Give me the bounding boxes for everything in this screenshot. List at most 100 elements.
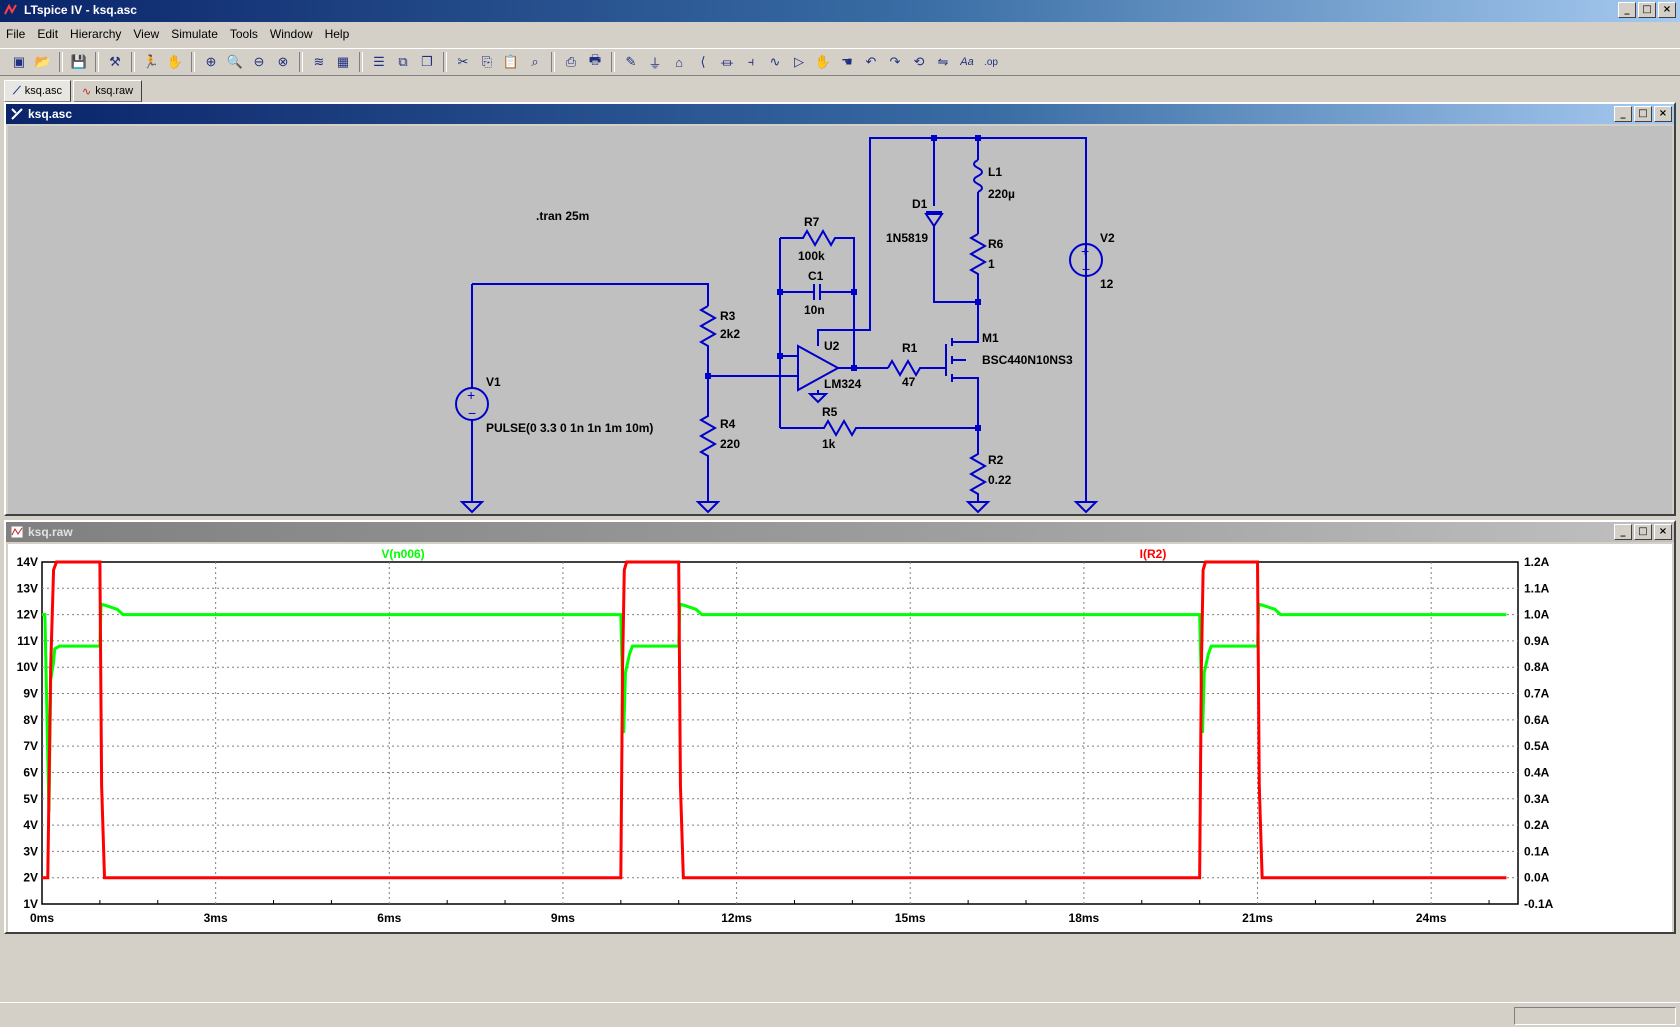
ground-icon[interactable]: ⏚ — [648, 55, 662, 71]
cascade-icon[interactable]: ❐ — [421, 54, 433, 69]
waveform-window-title: ksq.raw — [28, 525, 73, 539]
move-icon[interactable]: ✋ — [814, 54, 832, 69]
v1-source[interactable]: +− — [455, 387, 489, 421]
zoom-pan-icon[interactable]: 🔍 — [226, 54, 244, 69]
menu-help[interactable]: Help — [324, 27, 350, 41]
diode-icon[interactable]: ▷ — [794, 54, 804, 69]
svg-text:M1: M1 — [982, 331, 999, 345]
tile-horizontal-icon[interactable]: ☰ — [373, 54, 385, 69]
paste-icon[interactable]: 📋 — [502, 54, 520, 69]
schematic-minimize-button[interactable]: _ — [1614, 106, 1632, 122]
print-setup-icon[interactable]: ⎙ — [565, 54, 577, 69]
ground-v2 — [1073, 501, 1099, 514]
save-icon[interactable]: 💾 — [70, 54, 88, 69]
component-icon[interactable]: ⟨ — [700, 54, 706, 69]
tran-directive[interactable]: .tran 25m — [536, 209, 589, 223]
resistor-icon[interactable]: ⏛ — [720, 55, 734, 71]
y-left-tick-label: 14V — [17, 555, 38, 569]
y-right-tick-label: 1.0A — [1524, 608, 1550, 622]
ground-r2 — [965, 501, 991, 514]
y-left-tick-label: 2V — [23, 871, 38, 885]
print-icon[interactable]: 🖶 — [588, 52, 602, 67]
menu-file[interactable]: File — [6, 27, 26, 41]
y-right-tick-label: 0.4A — [1524, 765, 1550, 779]
waveform-close-button[interactable]: × — [1654, 524, 1672, 540]
tab-ksq-raw[interactable]: ∿ ksq.raw — [73, 80, 143, 102]
y-left-tick-label: 13V — [17, 581, 38, 595]
draw-wire-icon[interactable]: ✎ — [625, 54, 637, 69]
undo-icon[interactable]: ↶ — [865, 54, 877, 69]
menu-view[interactable]: View — [133, 27, 160, 41]
rotate-icon[interactable]: ⟲ — [913, 54, 925, 69]
v2-source[interactable]: +− — [1069, 243, 1103, 277]
x-tick-label: 21ms — [1242, 911, 1273, 925]
inductor-icon[interactable]: ∿ — [769, 54, 781, 69]
y-right-tick-label: 0.6A — [1524, 713, 1550, 727]
app-title: LTspice IV - ksq.asc — [24, 3, 137, 17]
menu-tools[interactable]: Tools — [229, 27, 258, 41]
menu-simulate[interactable]: Simulate — [171, 27, 218, 41]
svg-text:10n: 10n — [804, 303, 825, 317]
menu-hierarchy[interactable]: Hierarchy — [70, 27, 122, 41]
svg-text:1N5819: 1N5819 — [886, 231, 928, 245]
svg-text:R5: R5 — [822, 405, 838, 419]
schematic-close-button[interactable]: × — [1654, 106, 1672, 122]
y-right-tick-label: 1.2A — [1524, 555, 1550, 569]
copy-icon[interactable]: ⎘ — [481, 54, 493, 69]
schematic-window-title-bar: ksq.asc _ □ × — [6, 104, 1674, 124]
open-icon[interactable]: 📂 — [34, 54, 52, 69]
status-cell — [1514, 1007, 1676, 1025]
autorange-icon[interactable]: ≋ — [313, 54, 325, 69]
app-maximize-button[interactable]: □ — [1638, 2, 1656, 18]
y-right-tick-label: 0.7A — [1524, 687, 1550, 701]
y-right-tick-label: 0.0A — [1524, 871, 1550, 885]
app-close-button[interactable]: × — [1658, 2, 1676, 18]
svg-text:−: − — [468, 405, 476, 421]
cut-icon[interactable]: ✂ — [457, 54, 469, 69]
app-minimize-button[interactable]: _ — [1618, 2, 1636, 18]
tile-vertical-icon[interactable]: ⧉ — [398, 54, 408, 69]
zoom-fit-icon[interactable]: ⊗ — [277, 54, 289, 69]
y-left-tick-label: 8V — [23, 713, 38, 727]
waveform-minimize-button[interactable]: _ — [1614, 524, 1632, 540]
schematic-window: ksq.asc _ □ × — [4, 102, 1676, 516]
control-panel-icon[interactable]: ⚒ — [109, 54, 121, 69]
mirror-icon[interactable]: ⇋ — [937, 54, 949, 69]
menu-edit[interactable]: Edit — [37, 27, 59, 41]
halt-icon[interactable]: ✋ — [166, 54, 184, 69]
zoom-out-icon[interactable]: ⊖ — [253, 54, 265, 69]
y-left-tick-label: 1V — [23, 897, 38, 911]
run-icon[interactable]: 🏃 — [142, 54, 160, 69]
x-tick-label: 18ms — [1069, 911, 1100, 925]
capacitor-icon[interactable]: ⫞ — [747, 54, 755, 69]
svg-text:R2: R2 — [988, 453, 1004, 467]
x-tick-label: 12ms — [721, 911, 752, 925]
waveform-icon: ∿ — [82, 85, 92, 98]
svg-text:1k: 1k — [822, 437, 836, 451]
waveform-maximize-button[interactable]: □ — [1634, 524, 1652, 540]
text-icon[interactable]: Aa — [960, 56, 974, 68]
ground-v1 — [459, 501, 485, 514]
svg-text:D1: D1 — [912, 197, 928, 211]
waveform-icon — [10, 525, 24, 539]
find-icon[interactable]: ⌕ — [531, 54, 539, 69]
y-left-tick-label: 3V — [23, 844, 38, 858]
menu-window[interactable]: Window — [269, 27, 313, 41]
redo-icon[interactable]: ↷ — [889, 54, 901, 69]
grid-icon[interactable]: ▦ — [336, 54, 350, 69]
svg-text:R7: R7 — [804, 215, 820, 229]
schematic-canvas[interactable]: +− +− .tran 25m V1 PULSE(0 3.3 0 1n 1n 1… — [8, 126, 1672, 514]
new-schematic-icon[interactable]: ▣ — [12, 54, 26, 69]
svg-text:R3: R3 — [720, 309, 736, 323]
schematic-maximize-button[interactable]: □ — [1634, 106, 1652, 122]
y-right-tick-label: 0.2A — [1524, 818, 1550, 832]
spice-directive-icon[interactable]: .op — [984, 56, 998, 68]
y-left-tick-label: 6V — [23, 765, 38, 779]
y-right-tick-label: 0.5A — [1524, 739, 1550, 753]
drag-icon[interactable]: ☚ — [841, 54, 853, 69]
tab-ksq-asc[interactable]: ⟋ ksq.asc — [4, 80, 71, 102]
zoom-in-icon[interactable]: ⊕ — [205, 54, 217, 69]
label-net-icon[interactable]: ⌂ — [675, 54, 683, 70]
y-left-tick-label: 9V — [23, 687, 38, 701]
